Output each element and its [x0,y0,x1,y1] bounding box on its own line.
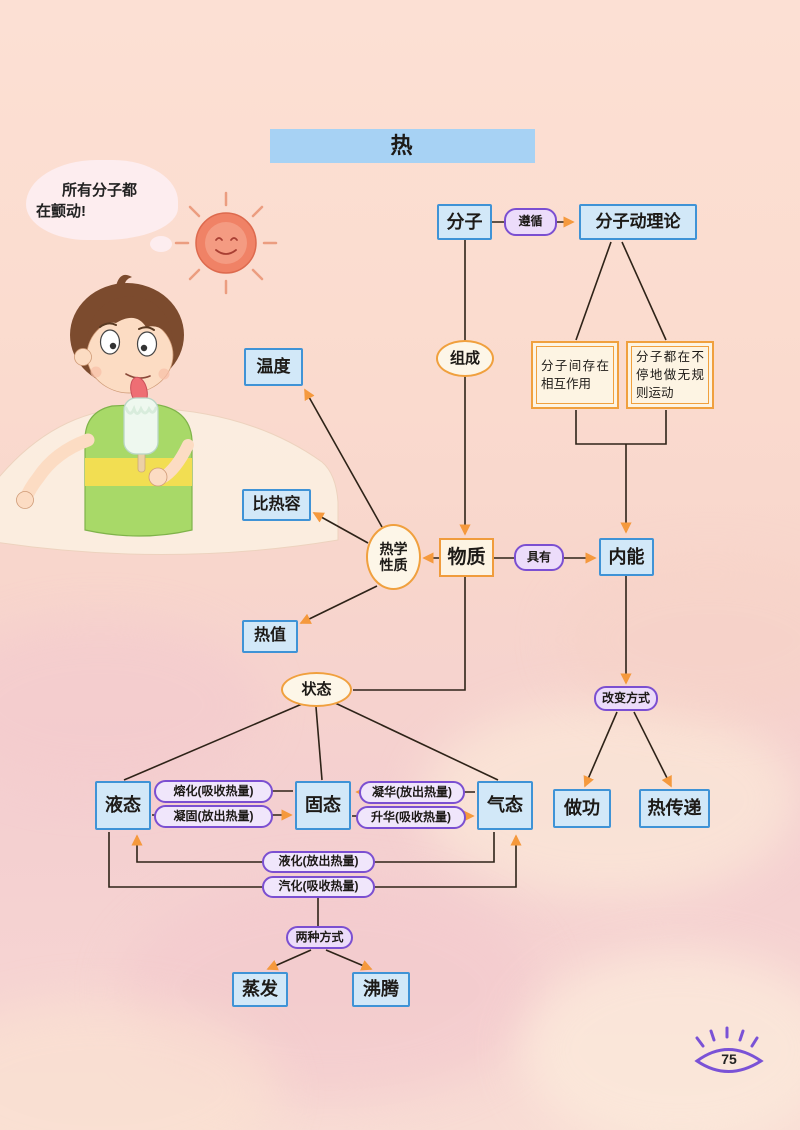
page-number: 75 [721,1051,737,1067]
speech-bubble-tail [150,236,172,252]
edge-kinetic-random-motion [621,241,667,341]
edge-label-compose: 组成 [436,340,494,377]
node-random-motion-text: 分子都在不停地做无规则运动 [631,346,709,404]
node-gas: 气态 [477,781,533,830]
node-temperature: 温度 [244,348,303,386]
edge-label-vaporization: 汽化(吸收热量) [262,876,375,898]
edge-merge [575,410,667,445]
edge-label-solidifying: 凝固(放出热量) [154,805,273,828]
node-liquid: 液态 [95,781,151,830]
edge-props-specific-heat [312,512,369,544]
node-heat-transfer: 热传递 [639,789,710,828]
speech-line-1: 所有分子都 [62,182,138,199]
node-heating-value: 热值 [242,620,298,653]
edge-label-has: 具有 [514,544,564,571]
edge-label-sublimation: 升华(吸收热量) [356,806,466,829]
eye-page-icon [694,1026,764,1073]
edge-props-heating-value [299,585,378,624]
speech-line-2: 在颤动! [36,203,86,220]
edge-props-temperature [304,388,383,528]
edge-label-follow: 遵循 [504,208,557,236]
edge-change-heat-transfer [633,711,672,788]
node-boiling: 沸腾 [352,972,410,1007]
edge-state-solid [315,706,323,781]
edge-label-liquefaction: 液化(放出热量) [262,851,375,873]
node-do-work: 做功 [553,789,611,828]
node-interaction-text: 分子间存在相互作用 [536,346,614,404]
edge-label-change-methods: 改变方式 [594,686,658,711]
edge-matter-state [353,577,466,691]
node-thermal-props: 热学性质 [366,524,421,590]
boy-illustration [16,274,194,537]
edge-state-gas [332,701,499,781]
node-internal-energy: 内能 [599,538,654,576]
connector-lines [108,216,672,971]
node-interaction: 分子间存在相互作用 [531,341,619,409]
node-evaporation: 蒸发 [232,972,288,1007]
speech-bubble: 所有分子都 在颤动! [26,160,178,240]
edge-change-do-work [583,711,618,788]
node-solid: 固态 [295,781,351,830]
edge-two-ways-evaporation [266,949,312,971]
edge-label-two-ways: 两种方式 [286,926,353,949]
page-title: 热 [270,129,535,163]
edge-kinetic-interaction [575,241,612,341]
edge-two-ways-boiling [325,949,373,971]
node-state: 状态 [281,672,352,707]
edge-label-melting: 熔化(吸收热量) [154,780,273,803]
node-kinetic-theory: 分子动理论 [579,204,697,240]
edge-state-liquid [123,703,303,781]
node-matter: 物质 [439,538,494,577]
sun-icon [174,191,278,295]
edge-label-deposition: 凝华(放出热量) [359,781,465,804]
node-specific-heat: 比热容 [242,489,311,521]
node-random-motion: 分子都在不停地做无规则运动 [626,341,714,409]
node-molecule: 分子 [437,204,492,240]
